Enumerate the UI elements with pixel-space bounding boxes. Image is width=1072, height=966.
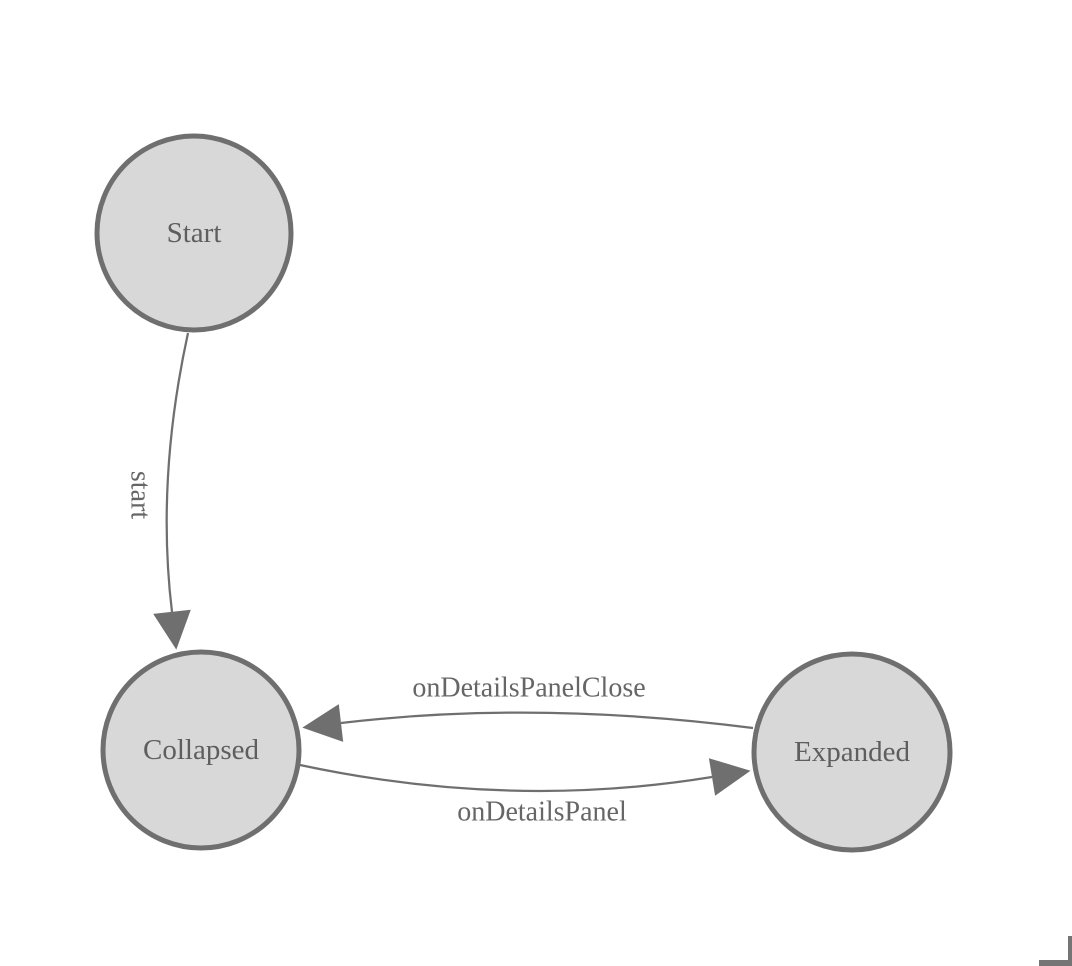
state-node-start-circle[interactable]	[94, 133, 294, 333]
edge-start-to-collapsed	[153, 332, 191, 650]
arrowhead-collapsed-to-expanded-icon	[708, 758, 751, 796]
state-node-start[interactable]: Start	[94, 133, 294, 333]
edge-label-ondetailspanelclose: onDetailsPanelClose	[412, 673, 645, 704]
state-node-expanded-label: Expanded	[794, 736, 910, 768]
canvas-corner-mark-vertical	[1068, 936, 1072, 966]
arrowhead-expanded-to-collapsed-icon	[302, 704, 344, 742]
edge-line-expanded-to-collapsed	[340, 711, 754, 730]
state-node-collapsed-circle[interactable]	[100, 649, 302, 851]
state-node-collapsed-label: Collapsed	[143, 734, 259, 766]
edge-label-start: start	[125, 471, 156, 519]
edge-expanded-to-collapsed	[302, 704, 754, 742]
state-node-collapsed[interactable]: Collapsed	[100, 649, 302, 851]
edge-line-start-to-collapsed	[165, 332, 190, 613]
edge-line-collapsed-to-expanded	[299, 763, 713, 793]
arrowhead-start-to-collapsed-icon	[153, 609, 191, 650]
edge-label-ondetailspanel: onDetailsPanel	[457, 797, 627, 828]
state-node-expanded-circle[interactable]	[751, 651, 953, 853]
state-node-start-label: Start	[167, 217, 222, 249]
canvas-corner-mark-horizontal	[1039, 960, 1072, 966]
state-node-expanded[interactable]: Expanded	[751, 651, 953, 853]
edge-collapsed-to-expanded	[299, 758, 751, 796]
